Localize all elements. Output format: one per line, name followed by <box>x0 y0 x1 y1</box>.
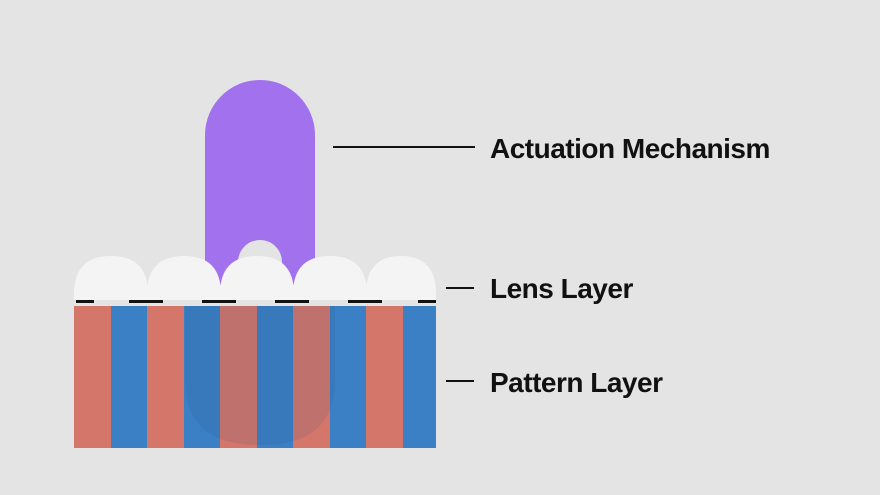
lens-dash <box>275 300 309 303</box>
actuation-mechanism <box>205 80 315 300</box>
actuation-label: Actuation Mechanism <box>490 133 770 164</box>
lens-dome <box>220 256 294 300</box>
pattern-stripe-blue <box>403 306 436 448</box>
lens-dash <box>76 300 94 303</box>
lens-dash <box>202 300 236 303</box>
lens-dome <box>74 256 148 300</box>
pattern-stripe-blue <box>257 306 293 448</box>
lens-label: Lens Layer <box>490 273 633 304</box>
pattern-stripe-red <box>147 306 184 448</box>
pattern-stripe-red <box>366 306 403 448</box>
pattern-stripe-red <box>74 306 111 448</box>
actuator-shadow <box>185 306 335 445</box>
pattern-stripe-red <box>220 306 257 448</box>
pattern-stripe-blue <box>111 306 147 448</box>
pattern-label: Pattern Layer <box>490 367 663 398</box>
lens-dome <box>293 256 367 300</box>
lens-dash <box>348 300 382 303</box>
pattern-stripe-blue <box>330 306 366 448</box>
lens-dash <box>129 300 163 303</box>
pattern-layer <box>74 306 436 448</box>
lens-dome <box>147 256 221 300</box>
pattern-stripe-red <box>293 306 330 448</box>
lens-dash <box>418 300 436 303</box>
lens-layer <box>74 256 436 303</box>
pattern-stripe-blue <box>184 306 220 448</box>
lens-dome <box>366 256 436 300</box>
